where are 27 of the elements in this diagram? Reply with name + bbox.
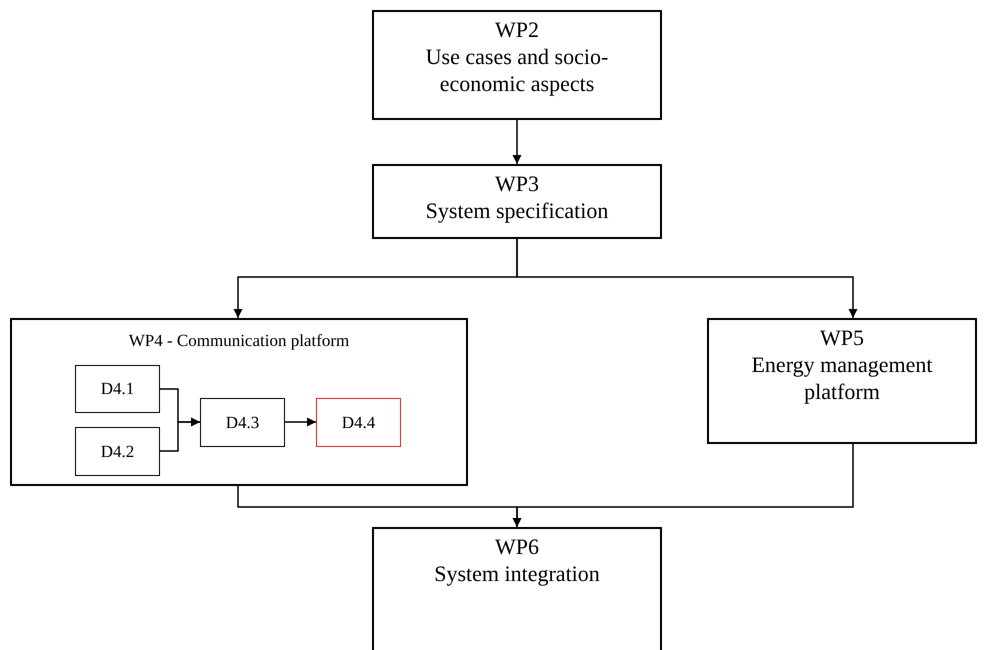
box-label: WP4 - Communication platform <box>128 330 350 352</box>
process-box <box>707 318 977 444</box>
process-box <box>200 398 285 447</box>
group-box <box>10 318 468 486</box>
box-heading: WP2 <box>494 16 540 43</box>
process-box <box>75 427 160 476</box>
box-label: D4.3 <box>224 412 260 434</box>
box-label: Use cases and socio-economic aspects <box>424 43 610 97</box>
box-label: System specification <box>424 197 610 224</box>
arrow <box>512 444 854 527</box>
box-label: D4.1 <box>100 378 136 400</box>
arrow <box>512 120 522 164</box>
box-label: D4.2 <box>100 440 136 463</box>
box-label: D4.4 <box>340 412 376 434</box>
process-box <box>372 527 662 650</box>
box-label: Energy management platform <box>750 351 934 405</box>
process-box <box>372 10 662 120</box>
arrow <box>285 418 316 426</box>
process-box <box>75 365 160 413</box>
arrow <box>516 239 858 318</box>
box-heading: WP5 <box>819 324 865 351</box>
box-label: System integration <box>433 560 601 587</box>
arrow <box>160 418 200 452</box>
box-heading: WP3 <box>494 170 540 197</box>
box-heading: WP6 <box>494 533 540 560</box>
process-box <box>316 398 401 447</box>
process-box <box>372 164 662 239</box>
